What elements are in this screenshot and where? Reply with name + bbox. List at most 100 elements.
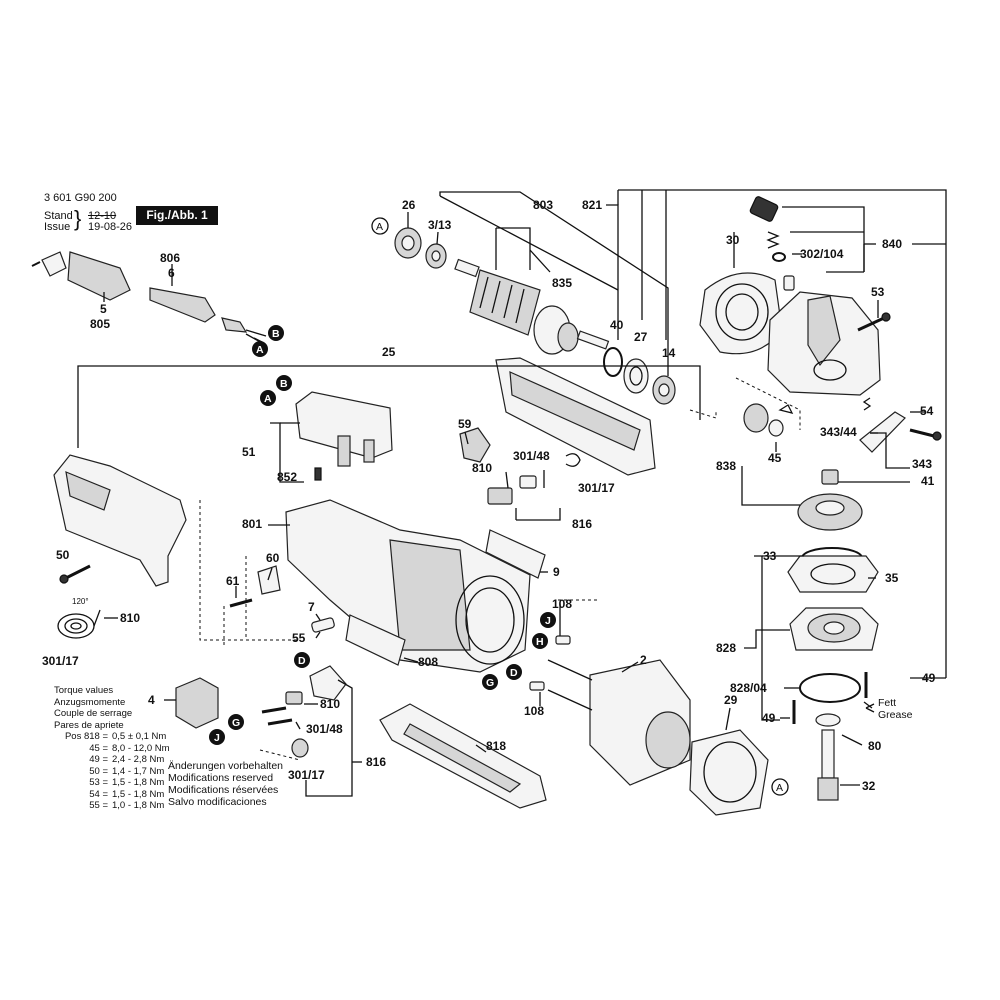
modifications-note: Änderungen vorbehalten Modifications res… xyxy=(168,760,283,808)
washer-80-part xyxy=(815,713,841,727)
callout-80: 80 xyxy=(868,739,882,753)
callout-29: 29 xyxy=(724,693,738,707)
bearing-flange-828-part xyxy=(789,607,879,651)
clamp-60-61-part xyxy=(229,565,281,608)
callout-6: 6 xyxy=(168,266,175,280)
callout-810-c: 810 xyxy=(320,697,340,711)
callout-301-17-a: 301/17 xyxy=(578,481,615,495)
angle-label: 120° xyxy=(72,597,89,606)
stand-label: Stand xyxy=(44,210,73,222)
svg-text:B: B xyxy=(280,378,288,390)
screw-49-part xyxy=(792,672,868,724)
connector-a-top: A xyxy=(371,217,389,235)
housing-cover-part xyxy=(495,357,656,476)
callout-32: 32 xyxy=(862,779,876,793)
bearing-flange-30-part xyxy=(699,272,783,355)
callout-60: 60 xyxy=(266,551,280,565)
connector-a-cord: A xyxy=(252,341,268,357)
callout-25: 25 xyxy=(382,345,396,359)
insulation-9-part xyxy=(485,529,546,579)
handle-25-part xyxy=(53,454,187,587)
insulation-808-part xyxy=(345,614,406,666)
gear-housing-840-part xyxy=(767,291,881,396)
callout-840: 840 xyxy=(882,237,902,251)
connector-h-field: H xyxy=(532,633,548,649)
o-ring-828-04-part xyxy=(799,673,861,703)
callout-45: 45 xyxy=(768,451,782,465)
connector-b-cord: B xyxy=(268,325,284,341)
brush-108-part xyxy=(529,635,571,691)
callout-49-b: 49 xyxy=(762,711,776,725)
lever-343-part xyxy=(859,397,906,453)
callout-821: 821 xyxy=(582,198,602,212)
screw-53-part xyxy=(857,312,891,332)
washer-27-part xyxy=(623,358,649,394)
svg-text:G: G xyxy=(486,677,494,689)
callout-26: 26 xyxy=(402,198,416,212)
spindle-32-part xyxy=(817,729,839,801)
callout-801: 801 xyxy=(242,517,262,531)
callout-838: 838 xyxy=(716,459,736,473)
carbon-brush-816-part xyxy=(487,453,581,505)
callout-5: 5 xyxy=(100,302,107,316)
end-cap-29-part xyxy=(689,729,769,816)
svg-text:H: H xyxy=(536,636,544,648)
issue-value: 19-08-26 xyxy=(88,221,133,233)
callout-40: 40 xyxy=(610,318,624,332)
bearing-14-part xyxy=(652,375,676,405)
connector-g-electronic: G xyxy=(228,714,244,730)
callout-51: 51 xyxy=(242,445,256,459)
field-2-part xyxy=(547,659,691,786)
svg-text:A: A xyxy=(256,344,264,356)
bevel-gear-part xyxy=(797,493,863,531)
screw-50-part xyxy=(59,564,91,584)
grease-arrow-icon xyxy=(865,703,875,713)
svg-text:A: A xyxy=(264,393,272,405)
svg-text:B: B xyxy=(272,328,280,340)
callout-343: 343 xyxy=(912,457,932,471)
back-cover-818-part xyxy=(379,703,547,809)
spring-810-part xyxy=(57,609,101,639)
callout-806: 806 xyxy=(160,251,180,265)
connector-a-switch: A xyxy=(260,390,276,406)
svg-text:A: A xyxy=(376,221,383,233)
screw-852-part xyxy=(314,467,322,481)
svg-text:G: G xyxy=(232,717,240,729)
issue-label: Issue xyxy=(44,221,71,233)
callout-852: 852 xyxy=(277,470,297,484)
connector-a-endcap: A xyxy=(771,778,789,796)
callout-302-104: 302/104 xyxy=(800,247,844,261)
torque-row: 54 =1,5 - 1,8 Nm xyxy=(89,788,165,800)
callout-808: 808 xyxy=(418,655,438,669)
callout-4: 4 xyxy=(148,693,155,707)
callout-828-04: 828/04 xyxy=(730,681,767,695)
callout-301-48-a: 301/48 xyxy=(513,449,550,463)
callout-828: 828 xyxy=(716,641,736,655)
callout-301-48-b: 301/48 xyxy=(306,722,343,736)
callout-35: 35 xyxy=(885,571,899,585)
callout-108-a: 108 xyxy=(552,597,572,611)
callout-50: 50 xyxy=(56,548,70,562)
spindle-lock-button-part xyxy=(749,196,795,291)
connector-d-electronic: D xyxy=(294,652,310,668)
armature-835-part xyxy=(454,258,610,355)
callout-816-b: 816 xyxy=(366,755,386,769)
switch-51-part xyxy=(295,391,393,467)
screw-54-part xyxy=(909,428,942,441)
callout-343-44: 343/44 xyxy=(820,425,857,439)
clip-7-part xyxy=(311,617,335,633)
svg-text:J: J xyxy=(214,732,220,744)
connector-b-switch: B xyxy=(276,375,292,391)
torque-row: 53 =1,5 - 1,8 Nm xyxy=(89,777,165,788)
callout-53: 53 xyxy=(871,285,885,299)
callout-301-17-b: 301/17 xyxy=(42,654,79,668)
callout-61: 61 xyxy=(226,574,240,588)
callout-14: 14 xyxy=(662,346,676,360)
connector-j-field: J xyxy=(540,612,556,628)
callout-810-b: 810 xyxy=(120,611,140,625)
torque-row: 49 =2,4 - 2,8 Nm xyxy=(89,754,165,765)
torque-row: 50 =1,4 - 1,7 Nm xyxy=(89,765,165,777)
callout-810-a: 810 xyxy=(472,461,492,475)
svg-text:J: J xyxy=(545,615,551,627)
